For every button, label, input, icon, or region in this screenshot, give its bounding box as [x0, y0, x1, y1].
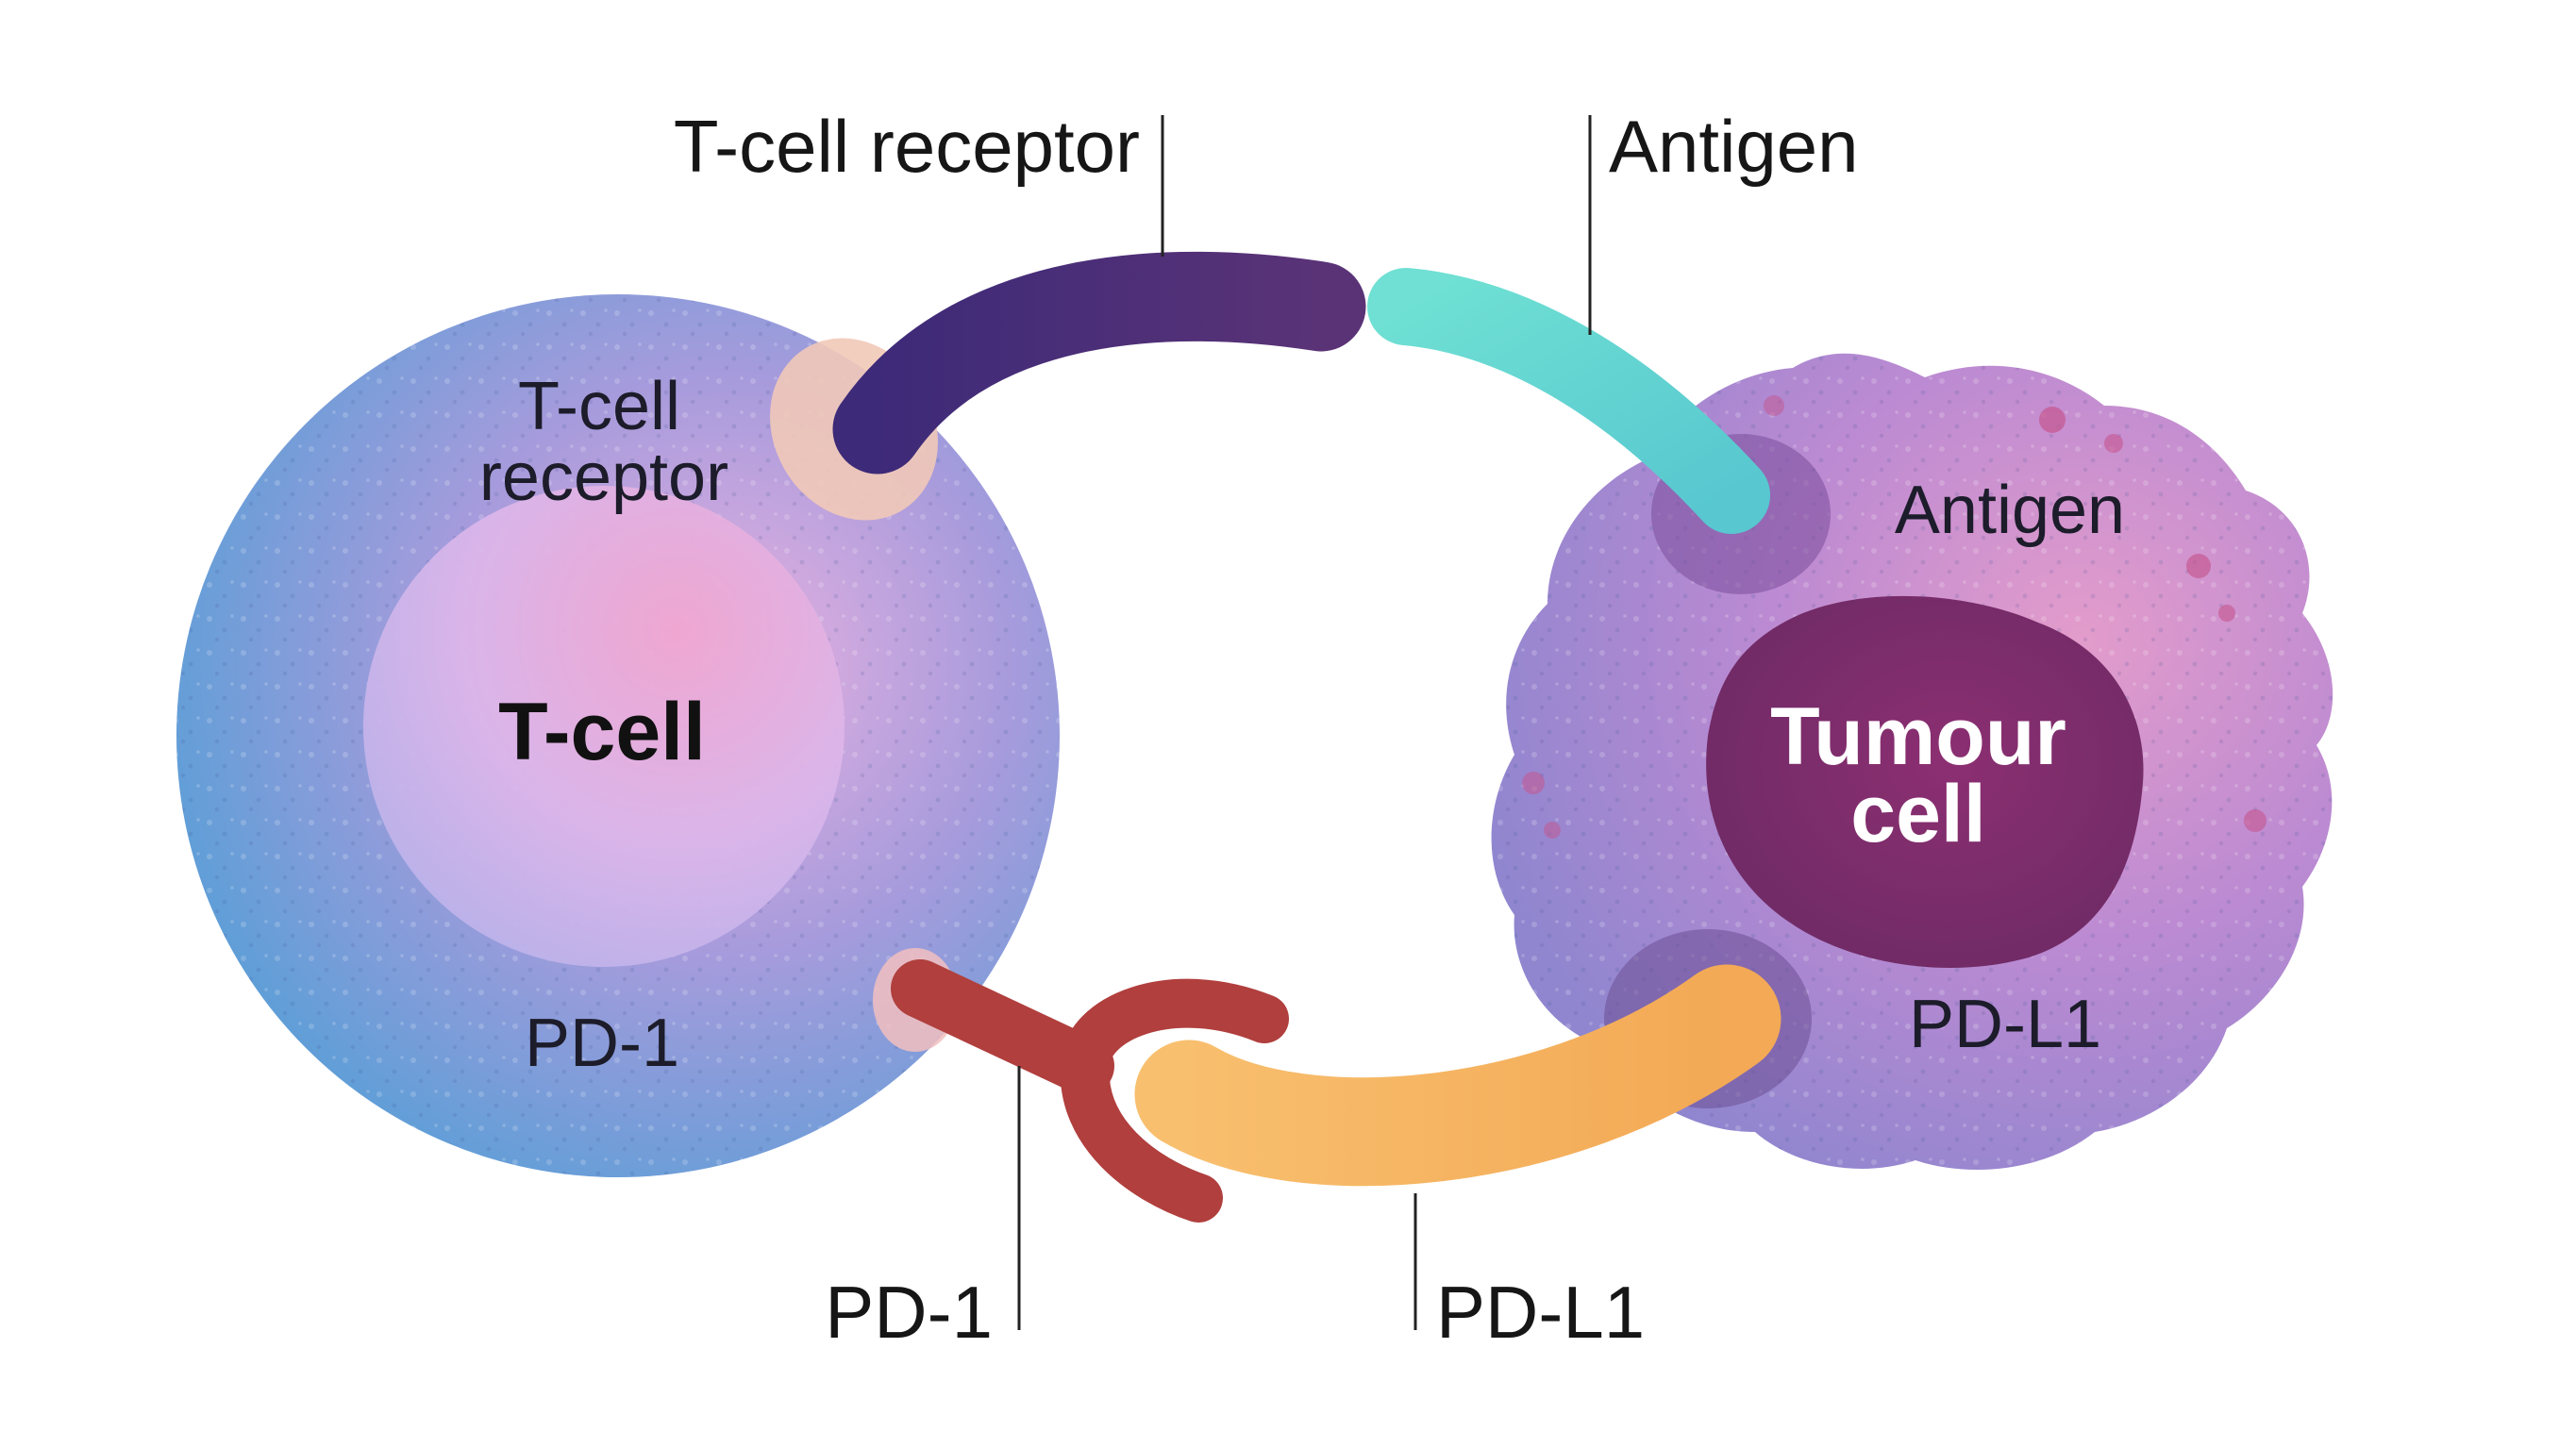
- label-tumour-core-line1: Tumour: [1770, 691, 2066, 782]
- label-tumour-core-line2: cell: [1850, 769, 1985, 859]
- tumour-bump: [2244, 809, 2267, 832]
- label-tumour-pdl1: PD-L1: [1909, 987, 2101, 1062]
- tumour-bump: [1764, 395, 1784, 416]
- label-tcell-pd1: PD-1: [525, 1006, 679, 1081]
- tumour-bump: [2104, 434, 2123, 453]
- tcr-molecule: [832, 251, 1366, 474]
- tumour-cell: [1491, 353, 2333, 1170]
- pdl1-molecule: [1134, 964, 1781, 1187]
- label-pdl1-bottom: PD-L1: [1436, 1271, 1645, 1354]
- antigen-molecule: [1367, 268, 1770, 534]
- label-tcell-core: T-cell: [498, 687, 706, 777]
- label-tcr-top: T-cell receptor: [674, 105, 1140, 188]
- label-tumour-antigen: Antigen: [1895, 473, 2125, 548]
- tumour-bump: [2186, 554, 2211, 578]
- tcell-nucleus: [363, 486, 845, 967]
- tumour-bump: [1544, 822, 1561, 839]
- tumour-bump: [1522, 772, 1545, 794]
- label-tcell-receptor-line2: receptor: [479, 440, 728, 515]
- tumour-bump: [2039, 407, 2066, 433]
- label-tcell-receptor-line1: T-cell: [518, 369, 680, 444]
- pd1-molecule: [891, 959, 1289, 1223]
- tumour-bump: [2218, 605, 2235, 622]
- label-pd1-bottom: PD-1: [825, 1271, 993, 1354]
- tumour-nucleus: [1706, 595, 2144, 969]
- label-antigen-top: Antigen: [1609, 105, 1859, 188]
